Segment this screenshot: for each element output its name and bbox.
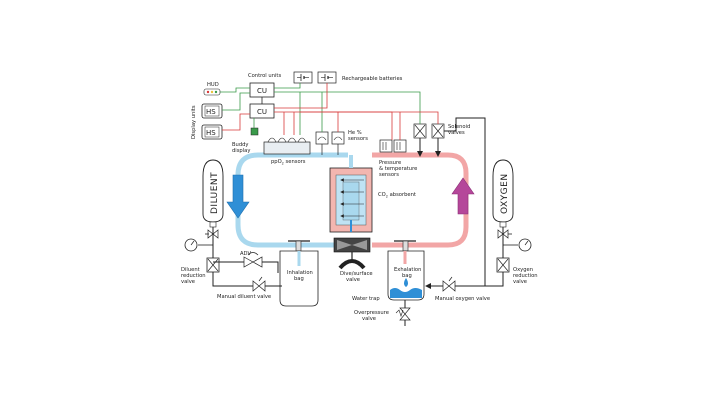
oxygen-reduction-valve [496, 238, 532, 273]
manual-diluent-valve [252, 276, 266, 292]
buddy-display-label-2: display [232, 148, 250, 154]
exhalation-bag-label-1: Exhalation [394, 267, 421, 273]
display-unit-1 [201, 103, 223, 119]
buddy-display-label-1: Buddy [232, 142, 249, 148]
buddy-display [250, 127, 259, 136]
exhalation-bag [387, 240, 425, 301]
pressure-label-3: sensors [379, 172, 399, 178]
ppo2-sensors [263, 137, 311, 155]
oxygen-tank [492, 159, 514, 228]
pressure-temperature-sensors [379, 139, 407, 153]
diluent-reduction-label-2: reduction [181, 273, 206, 279]
overpressure-label-1: Overpressure [354, 310, 389, 316]
ppo2-sensors-label: ppO2 sensors [271, 159, 306, 166]
display-unit-2-label: HS [206, 129, 216, 137]
solenoid-label-1: Solenoid [448, 124, 470, 130]
control-unit-1-label: CU [257, 87, 267, 95]
diluent-tank [202, 159, 224, 228]
he-sensors [315, 131, 345, 155]
dive-surface-valve-label: Dive/surface [340, 271, 373, 277]
inhalation-bag-label-2: bag [294, 276, 304, 282]
exhale-flow-arrow [451, 177, 475, 215]
diluent-reduction-label-3: valve [181, 279, 195, 285]
manual-oxygen-valve [442, 276, 456, 292]
water-trap-label: Water trap [352, 296, 380, 302]
display-units-label: Display units [191, 105, 197, 139]
he-sensors-label-2: sensors [348, 136, 368, 142]
signal-wires-red [222, 83, 439, 140]
co2-scrubber [329, 155, 373, 233]
oxygen-tank-valve [497, 227, 512, 258]
control-unit-2-label: CU [257, 108, 267, 116]
manual-diluent-label: Manual diluent valve [217, 294, 271, 300]
manual-oxygen-label: Manual oxygen valve [435, 296, 490, 302]
oxygen-reduction-label-2: reduction [513, 273, 538, 279]
oxygen-label: OXYGEN [500, 173, 510, 214]
overpressure-valve [395, 300, 411, 326]
adv-valve [243, 252, 263, 268]
diluent-lines [212, 261, 282, 287]
diluent-label: DILUENT [210, 172, 220, 214]
adv-label: ADV [240, 251, 251, 257]
overpressure-label-2: valve [362, 316, 376, 322]
hud [203, 88, 221, 96]
solenoid-label-2: valves [448, 130, 465, 136]
signal-wires-green [220, 83, 421, 135]
diluent-reduction-valve [184, 238, 220, 273]
oxygen-reduction-label-1: Oxygen [513, 267, 533, 273]
display-unit-2 [201, 124, 223, 140]
he-sensors-label-1: He % [348, 130, 362, 136]
control-units-label: Control units [248, 73, 281, 79]
co2-absorbent-label: CO2 absorbent [378, 192, 416, 199]
inhale-flow-arrow [226, 174, 250, 219]
solenoid-valves [413, 123, 445, 157]
dive-surface-valve-label-2: valve [346, 277, 360, 283]
display-unit-1-label: HS [206, 108, 216, 116]
diluent-tank-valve [205, 227, 219, 258]
dive-surface-valve [333, 237, 371, 270]
hud-label: HUD [207, 82, 219, 88]
exhalation-bag-label-2: bag [402, 273, 412, 279]
inhalation-bag [279, 240, 319, 307]
diluent-reduction-label-1: Diluent [181, 267, 200, 273]
pressure-label-2: & temperature [379, 166, 417, 172]
inhalation-bag-label-1: Inhalation [287, 270, 313, 276]
pressure-label-1: Pressure [379, 160, 401, 166]
oxygen-reduction-label-3: valve [513, 279, 527, 285]
battery-2 [317, 71, 337, 84]
battery-1 [293, 71, 313, 84]
rechargeable-batteries-label: Rechargeable batteries [342, 76, 403, 82]
